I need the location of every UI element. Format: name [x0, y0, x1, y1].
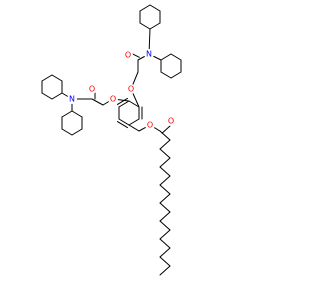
chain-bond-line	[159, 157, 171, 168]
bond-line	[170, 71, 182, 79]
bond-line	[61, 128, 73, 136]
bond-line	[71, 128, 83, 136]
atom-label-n2: N	[69, 95, 75, 104]
atom-label-o5: O	[147, 121, 153, 130]
double-bond-line	[116, 121, 128, 129]
chain-bond-line	[159, 238, 171, 249]
molecule-structure-diagram: O N O O N O O O	[41, 4, 182, 276]
bond-line	[139, 4, 151, 12]
chain-bond-line	[159, 256, 171, 267]
atom-label-o4: O	[110, 95, 116, 104]
chain-bond-line	[159, 130, 171, 141]
atom-label-o3: O	[89, 85, 95, 94]
atom-labels: O N O O N O O O	[67, 49, 176, 130]
chain-bond-line	[159, 220, 171, 231]
bond-line	[41, 92, 53, 100]
bond-line	[41, 74, 53, 82]
bond-line	[149, 22, 161, 30]
chain-bond-line	[159, 175, 171, 186]
chain-bond-line	[159, 247, 171, 258]
bond-line	[149, 4, 161, 12]
bond-line	[128, 100, 140, 108]
chain-bond-line	[159, 166, 171, 177]
double-bond-line	[116, 97, 128, 105]
chain-bond-line	[159, 211, 171, 222]
atom-label-o2: O	[128, 85, 134, 94]
bond-line	[118, 100, 130, 108]
atom-n1: N	[144, 49, 154, 59]
bond-line	[71, 110, 83, 118]
atom-o5: O	[145, 120, 155, 130]
chain-bond-line	[159, 184, 171, 195]
bond-line	[51, 92, 63, 100]
bond-line	[170, 53, 182, 61]
atom-o4: O	[108, 94, 118, 104]
bond-line	[91, 98, 104, 106]
chain-bond-line	[159, 265, 171, 276]
bond-line	[51, 74, 63, 82]
bond-line	[118, 118, 130, 126]
bond-line	[128, 124, 140, 132]
bond-line	[61, 110, 73, 118]
bond-line	[139, 22, 151, 30]
atom-o1: O	[123, 50, 133, 60]
chain-bond-line	[159, 139, 171, 150]
chain-bond-line	[159, 202, 171, 213]
chain-bond-line	[159, 193, 171, 204]
atom-o3: O	[87, 84, 97, 94]
atom-n2: N	[67, 94, 77, 104]
atom-o6: O	[166, 116, 176, 126]
atom-label-o1: O	[125, 51, 131, 60]
atom-label-o6: O	[168, 117, 174, 126]
bond-line	[160, 71, 172, 79]
bond-line	[128, 118, 140, 126]
chain-bond-line	[159, 229, 171, 240]
atom-o2: O	[126, 84, 136, 94]
bond-line	[160, 53, 172, 61]
bond-lines	[41, 4, 182, 276]
chain-bond-line	[159, 148, 171, 159]
atom-label-n1: N	[146, 50, 152, 59]
